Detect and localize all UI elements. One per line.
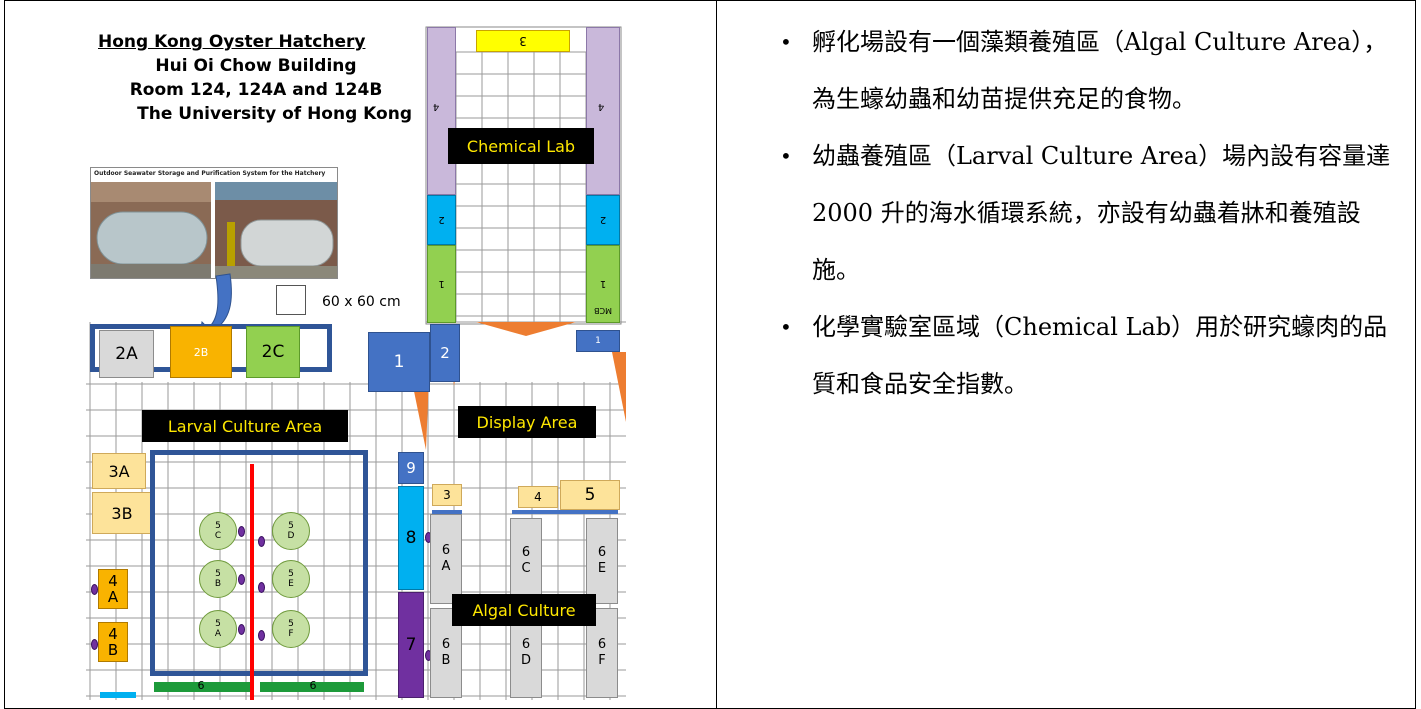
algal-box-4: 4 [518,486,558,508]
tray-4a: 4 A [98,569,128,609]
box-1-small: 1 [576,330,620,352]
chem-bench-left [427,27,456,195]
seawater-photo: Outdoor Seawater Storage and Purificatio… [90,167,338,279]
note-text: 孵化場設有一個藻類養殖區（Algal Culture Area），為生蠔幼蟲和幼… [812,28,1388,113]
note-text: 化學實驗室區域（Chemical Lab）用於研究蠔肉的品質和食品安全指數。 [812,313,1388,398]
valve-dot [91,639,98,650]
valve-dot [238,526,245,537]
tray-4a-number: 4 [108,572,118,590]
plan-title-line-4: The University of Hong Kong [137,104,412,124]
valve-dot [238,574,245,585]
plan-title-line-1: Hong Kong Oyster Hatchery [98,32,366,52]
mcb-label: MCB [594,306,612,316]
bench-6-right-label: 6 [309,678,317,692]
note-chemical-lab: • 化學實驗室區域（Chemical Lab）用於研究蠔肉的品質和食品安全指數。 [760,299,1400,413]
bar [432,510,462,514]
valve-dot [258,582,265,593]
bullet: • [780,30,792,54]
box-2b: 2B [170,326,232,378]
box-2c: 2C [246,326,300,378]
bullet: • [780,144,792,168]
tray-4a-letter: A [107,588,119,606]
box-2a: 2A [99,330,154,378]
valve-dot [258,630,265,641]
chem-bench-2-left: 2 [427,195,456,245]
chemical-lab-label: Chemical Lab [448,128,594,164]
note-algal-culture: • 孵化場設有一個藻類養殖區（Algal Culture Area），為生蠔幼蟲… [760,14,1400,128]
red-divider-line [250,464,254,700]
bar [512,510,618,514]
display-area-label: Display Area [458,406,596,438]
chem-bench-1-left: 1 [427,245,456,323]
algal-box-3: 3 [432,484,462,506]
chem-bench-right [586,27,620,195]
bullet: • [780,315,792,339]
bench-6-left-label: 6 [197,678,205,692]
valve-dot [258,536,265,547]
larval-culture-label: Larval Culture Area [142,410,348,442]
scale-label: 60 x 60 cm [322,294,401,310]
valve-dot [91,584,98,595]
hatchery-floor-plan: Hong Kong Oyster Hatchery Hui Oi Chow Bu… [86,22,626,700]
seawater-tanks-image [91,182,337,278]
box-2-blue: 2 [430,324,460,382]
bar [100,692,136,698]
box-9: 9 [398,452,424,484]
note-larval-culture: • 幼蟲養殖區（Larval Culture Area）場內設有容量達 2000… [760,128,1400,299]
plan-title: Hong Kong Oyster Hatchery Hui Oi Chow Bu… [86,30,426,126]
plan-title-line-2: Hui Oi Chow Building [155,56,357,76]
chem-label-4-right: 4 [597,101,605,113]
box-3a: 3A [92,453,146,489]
photo-caption: Outdoor Seawater Storage and Purificatio… [94,170,326,177]
chem-label-4-left: 4 [432,101,440,113]
algal-box-5: 5 [560,480,620,510]
valve-dot [238,624,245,635]
tray-4b: 4 B [98,622,128,662]
chem-bench-2-right: 2 [586,195,620,245]
chem-bench-3: 3 [476,30,570,52]
larval-tank-frame [150,450,368,676]
bench-6-right [260,682,364,692]
algal-culture-label: Algal Culture [452,594,596,626]
notes-list: • 孵化場設有一個藻類養殖區（Algal Culture Area），為生蠔幼蟲… [760,14,1400,413]
box-7: 7 [398,592,424,698]
tray-4b-number: 4 [108,625,118,643]
box-1-blue: 1 [368,332,430,392]
tray-4b-letter: B [107,641,119,659]
note-text: 幼蟲養殖區（Larval Culture Area）場內設有容量達 2000 升… [812,142,1391,284]
box-8: 8 [398,486,424,590]
column-divider [716,0,717,709]
plan-title-line-3: Room 124, 124A and 124B [129,80,383,100]
box-3b: 3B [92,492,152,534]
bench-6-left [154,682,250,692]
scale-square [276,285,306,315]
